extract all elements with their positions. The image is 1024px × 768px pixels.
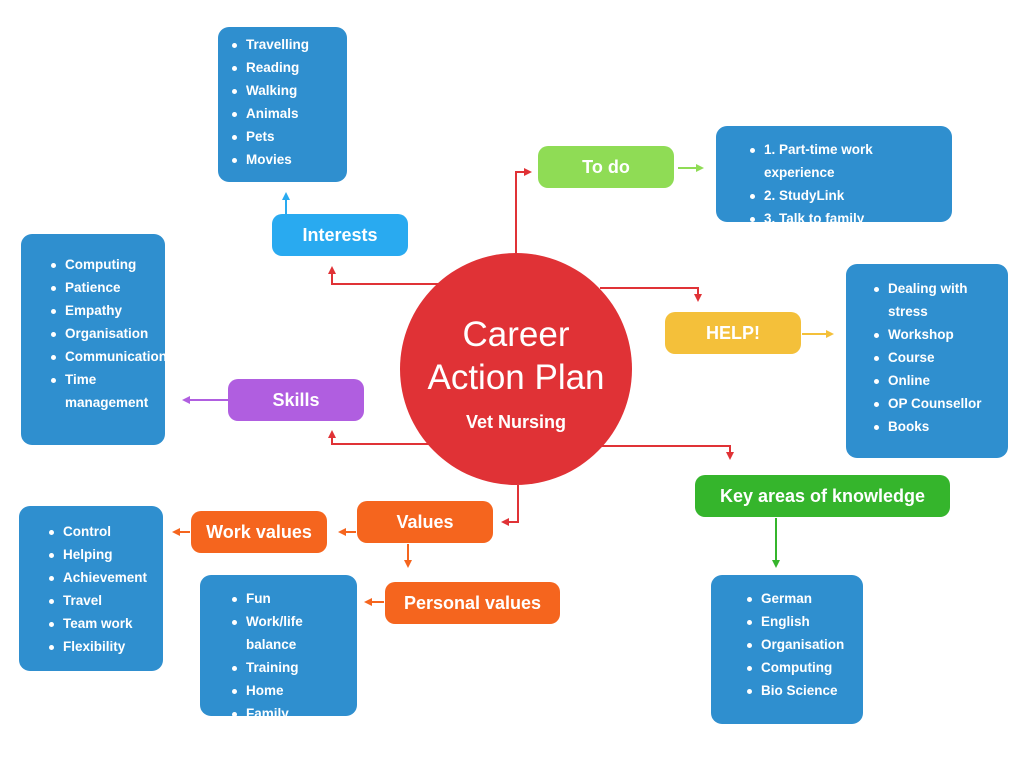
- skills-list-item: Computing: [47, 253, 161, 276]
- key-areas-list-item: Bio Science: [743, 679, 859, 702]
- help-list-item: OP Counsellor: [870, 392, 1000, 415]
- personal-values-list-item: Family: [228, 702, 353, 725]
- personal-values-label: Personal values: [403, 592, 542, 613]
- center-title: Career Action Plan: [400, 313, 632, 399]
- interests-list-item: Reading: [228, 56, 339, 79]
- skills-list-item: Time management: [47, 368, 161, 414]
- connector-to-interests: [328, 266, 438, 285]
- work-values-list-item: Helping: [45, 543, 159, 566]
- career-action-plan-center: Career Action Plan Vet Nursing: [400, 253, 632, 485]
- help-node: HELP!: [665, 312, 801, 354]
- personal-values-list-item: Work/life balance: [228, 610, 353, 656]
- connector-to-key-areas: [600, 445, 734, 460]
- skills-list-item: Communication: [47, 345, 167, 368]
- work-values-node: Work values: [191, 511, 327, 553]
- work-values-list-item: Team work: [45, 612, 159, 635]
- key-areas-label: Key areas of knowledge: [719, 485, 926, 506]
- skills-node: Skills: [228, 379, 364, 421]
- help-list-item: Books: [870, 415, 1000, 438]
- help-list-item: Workshop: [870, 323, 1000, 346]
- center-title-line1: Career: [462, 315, 570, 354]
- key-areas-list-item: Computing: [743, 656, 859, 679]
- connector-to-todo: [515, 168, 532, 253]
- interests-list-item: Walking: [228, 79, 339, 102]
- personal-values-list-item: Fun: [228, 587, 353, 610]
- work-values-label: Work values: [206, 521, 312, 542]
- connector-to-help: [600, 287, 702, 302]
- interests-node: Interests: [272, 214, 408, 256]
- values-label: Values: [396, 511, 454, 532]
- help-label: HELP!: [706, 322, 760, 343]
- connector-to-values: [501, 485, 519, 526]
- personal-values-list-item: Training: [228, 656, 353, 679]
- values-node: Values: [357, 501, 493, 543]
- skills-label: Skills: [272, 389, 320, 410]
- interests-list-item: Animals: [228, 102, 339, 125]
- help-list-item: Online: [870, 369, 1000, 392]
- todo-list-item: 3. Talk to family: [746, 207, 946, 230]
- work-values-list-item: Travel: [45, 589, 159, 612]
- work-values-list-item: Achievement: [45, 566, 159, 589]
- center-subtitle: Vet Nursing: [465, 412, 567, 432]
- center-title-line2: Action Plan: [427, 358, 605, 397]
- help-list-item: Course: [870, 346, 1000, 369]
- interests-list-item: Pets: [228, 125, 339, 148]
- help-list-item: Dealing with stress: [870, 277, 1000, 323]
- skills-list-item: Patience: [47, 276, 161, 299]
- key-areas-node: Key areas of knowledge: [695, 475, 950, 517]
- key-areas-list-item: English: [743, 610, 859, 633]
- key-areas-list-item: German: [743, 587, 859, 610]
- personal-values-node: Personal values: [385, 582, 560, 624]
- skills-list-item: Empathy: [47, 299, 161, 322]
- work-values-list-item: Flexibility: [45, 635, 159, 658]
- connector-to-skills: [328, 430, 442, 445]
- key-areas-list-item: Organisation: [743, 633, 859, 656]
- skills-list-item: Organisation: [47, 322, 161, 345]
- personal-values-list-item: Home: [228, 679, 353, 702]
- interests-list-item: Movies: [228, 148, 339, 171]
- work-values-list-item: Control: [45, 520, 159, 543]
- todo-list-item: 1. Part-time work experience: [746, 138, 946, 184]
- interests-list-item: Travelling: [228, 33, 339, 56]
- todo-node: To do: [538, 146, 674, 188]
- todo-list-item: 2. StudyLink: [746, 184, 946, 207]
- interests-label: Interests: [302, 224, 378, 245]
- todo-label: To do: [582, 156, 630, 177]
